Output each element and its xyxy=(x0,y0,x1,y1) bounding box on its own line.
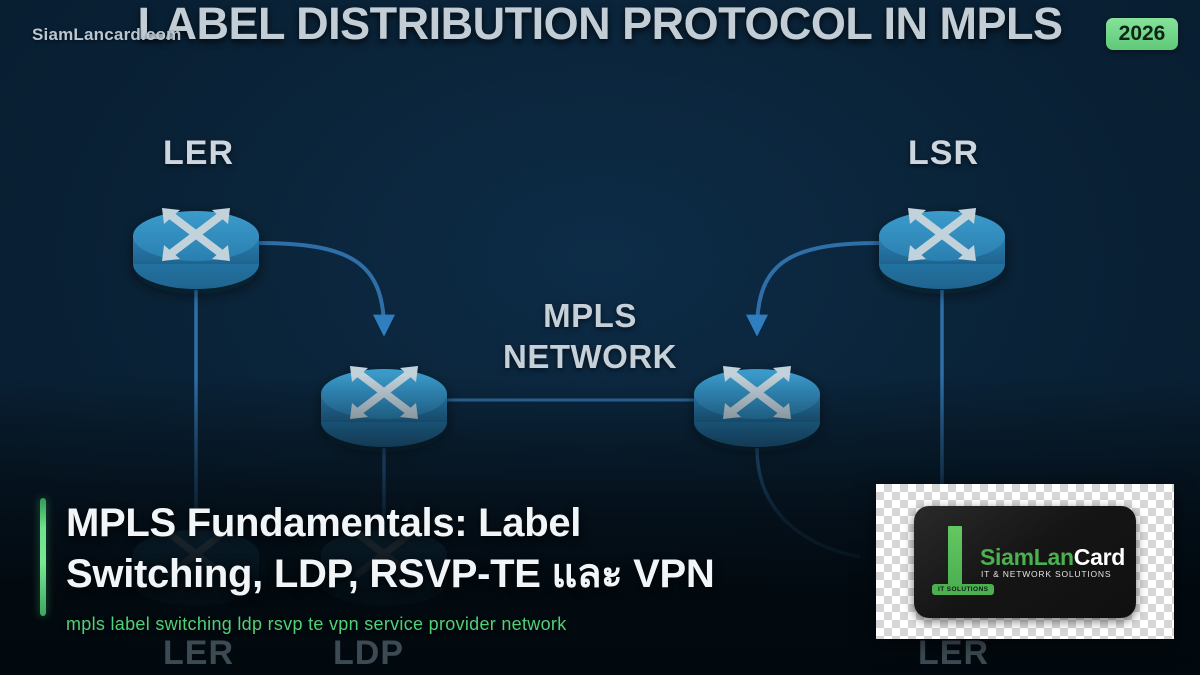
headline-block: MPLS Fundamentals: Label Switching, LDP,… xyxy=(40,497,850,635)
logo-green-bar-icon xyxy=(948,525,962,589)
logo-word-green: SiamLan xyxy=(980,543,1074,570)
logo-word-white: Card xyxy=(1073,543,1126,570)
link-lsr-to-coreright xyxy=(746,241,881,337)
logo-subtitle: IT & NETWORK SOLUTIONS xyxy=(981,568,1112,579)
node-label-ler-bottom-right: LER xyxy=(918,634,989,672)
headline-line-2: Switching, LDP, RSVP-TE และ VPN xyxy=(66,551,715,596)
router-core-left xyxy=(321,366,447,447)
mpls-network-line2: NETWORK xyxy=(503,337,677,375)
page-title: LABEL DISTRIBUTION PROTOCOL IN MPLS xyxy=(137,0,1063,49)
accent-bar xyxy=(40,497,46,616)
headline: MPLS Fundamentals: Label Switching, LDP,… xyxy=(66,498,850,600)
logo-card: IT SOLUTIONS SiamLanCard IT & NETWORK SO… xyxy=(914,505,1136,618)
mpls-network-label: MPLS NETWORK xyxy=(470,296,710,377)
router-ler-top-left xyxy=(133,208,259,289)
node-label-ler-bottom-left: LER xyxy=(163,634,234,672)
mpls-network-line1: MPLS xyxy=(543,297,637,334)
node-label-ler-top-left: LER xyxy=(163,134,234,172)
router-lsr-top-right xyxy=(879,208,1005,289)
year-badge: 2026 xyxy=(1106,18,1178,50)
node-label-ldp-bottom-mid: LDP xyxy=(333,634,404,672)
site-watermark: SiamLancard.com xyxy=(32,25,182,44)
node-label-lsr-top-right: LSR xyxy=(908,134,979,172)
logo-it-solutions-badge: IT SOLUTIONS xyxy=(932,583,995,595)
logo-wordmark: SiamLanCard xyxy=(980,544,1125,571)
tagline: mpls label switching ldp rsvp te vpn ser… xyxy=(66,614,567,634)
headline-line-1: MPLS Fundamentals: Label xyxy=(66,500,582,545)
router-core-right xyxy=(694,366,820,447)
headline-text-group: MPLS Fundamentals: Label Switching, LDP,… xyxy=(66,498,850,635)
logo-panel: IT SOLUTIONS SiamLanCard IT & NETWORK SO… xyxy=(876,484,1174,639)
link-ler-to-coreleft xyxy=(257,241,395,337)
